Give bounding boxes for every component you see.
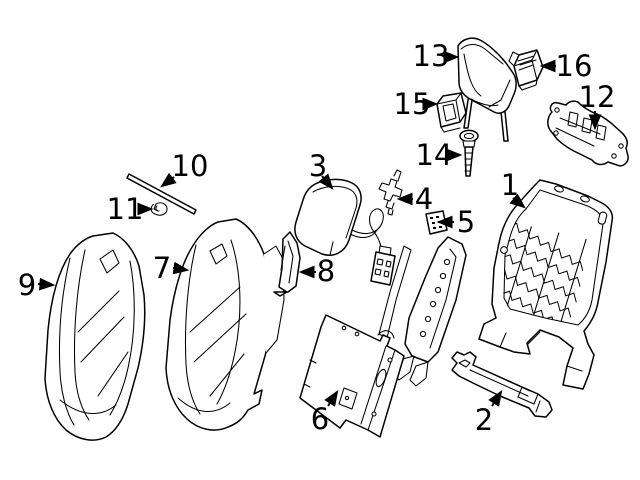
part-10-tension-rod (126, 173, 197, 215)
part-2-support-rail (451, 351, 553, 418)
callout-9: 9 (18, 268, 56, 302)
callout-7: 7 (153, 251, 190, 285)
callout-14: 14 (416, 138, 463, 172)
part-9-seat-back-cushion (44, 232, 146, 441)
callout-16-number: 16 (556, 49, 593, 83)
part-15-headrest-guide (436, 92, 467, 133)
callout-6: 6 (311, 389, 339, 436)
part-4-sensor-clip (378, 169, 403, 216)
part-3-side-airbag (294, 178, 467, 387)
callout-12-number: 12 (579, 80, 616, 114)
callout-13-number: 13 (413, 39, 450, 73)
callout-2: 2 (475, 389, 503, 437)
callout-9-arrow (37, 277, 56, 291)
callout-8-number: 8 (317, 254, 335, 288)
callout-15-number: 15 (394, 87, 431, 121)
callout-1-arrow (509, 193, 526, 209)
callout-4-number: 4 (415, 182, 433, 216)
callout-13: 13 (413, 39, 460, 73)
callout-11: 11 (107, 192, 154, 226)
callout-9-number: 9 (18, 268, 36, 302)
callout-3: 3 (309, 149, 334, 190)
callout-8: 8 (298, 254, 335, 288)
part-7-seat-back-cushion (165, 218, 285, 431)
callout-10-arrow (160, 172, 177, 188)
callout-14-number: 14 (416, 138, 453, 172)
callout-6-number: 6 (311, 402, 329, 436)
callout-5-number: 5 (457, 205, 475, 239)
part-13-headrest (457, 37, 517, 142)
callout-1: 1 (501, 168, 526, 209)
part-8-side-trim (273, 231, 301, 297)
callout-11-number: 11 (107, 192, 144, 226)
callout-2-number: 2 (475, 403, 493, 437)
callout-6-arrow (324, 389, 339, 407)
callout-16: 16 (539, 49, 593, 83)
callout-1-number: 1 (501, 168, 519, 202)
callout-3-number: 3 (309, 149, 327, 183)
callout-7-number: 7 (153, 251, 171, 285)
callout-5: 5 (436, 205, 475, 239)
callout-2-arrow (488, 389, 503, 407)
part-11-retainer-clip (150, 202, 168, 216)
part-14-screw (459, 129, 479, 177)
callout-10: 10 (160, 149, 209, 188)
callout-7-arrow (172, 261, 190, 275)
callout-4: 4 (396, 182, 433, 216)
callout-10-number: 10 (172, 149, 209, 183)
callout-3-arrow (318, 173, 334, 190)
part-1-seat-back-frame (478, 179, 614, 390)
callout-15: 15 (394, 87, 439, 121)
callout-12: 12 (579, 80, 616, 131)
